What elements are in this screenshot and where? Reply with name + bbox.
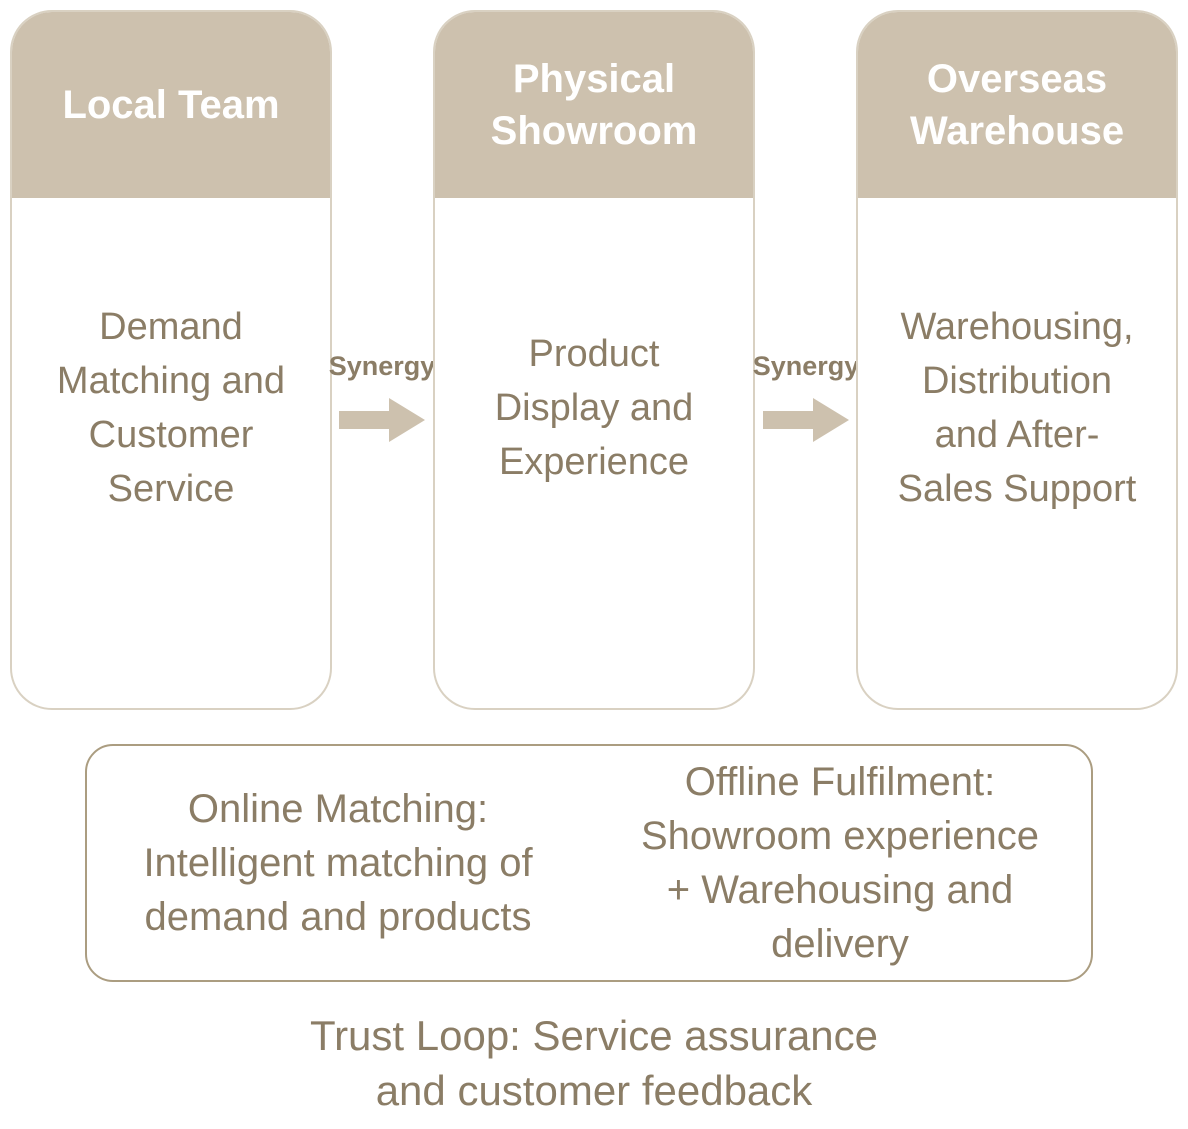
synergy-label-1: Synergy bbox=[328, 351, 436, 381]
card-physical-showroom: Physical Showroom Product Display and Ex… bbox=[433, 10, 755, 710]
card-local-team-title: Local Team bbox=[62, 83, 280, 127]
offline-fulfilment-column: Offline Fulfilment: Showroom experience … bbox=[589, 755, 1091, 971]
card-overseas-warehouse-body: Warehousing, Distribution and After- Sal… bbox=[858, 198, 1176, 708]
card-local-team-body-text: Demand Matching and Customer Service bbox=[56, 306, 286, 510]
offline-fulfilment-text: Offline Fulfilment: Showroom experience … bbox=[641, 760, 1039, 966]
synergy-label-2: Synergy bbox=[752, 351, 860, 381]
fulfilment-loop-box: Online Matching: Intelligent matching of… bbox=[85, 744, 1093, 982]
card-local-team-header: Local Team bbox=[12, 12, 330, 198]
card-physical-showroom-header: Physical Showroom bbox=[435, 12, 753, 198]
card-physical-showroom-body-text: Product Display and Experience bbox=[494, 333, 694, 483]
online-matching-text: Online Matching: Intelligent matching of… bbox=[143, 787, 533, 939]
trust-loop-caption: Trust Loop: Service assurance and custom… bbox=[309, 1012, 879, 1115]
connector-synergy-1: Synergy bbox=[326, 351, 438, 442]
right-arrow-icon bbox=[339, 397, 425, 442]
card-overseas-warehouse-title: Overseas Warehouse bbox=[909, 57, 1125, 153]
card-overseas-warehouse-header: Overseas Warehouse bbox=[858, 12, 1176, 198]
card-overseas-warehouse: Overseas Warehouse Warehousing, Distribu… bbox=[856, 10, 1178, 710]
card-physical-showroom-title: Physical Showroom bbox=[490, 57, 698, 153]
card-local-team-body: Demand Matching and Customer Service bbox=[12, 198, 330, 708]
card-overseas-warehouse-body-text: Warehousing, Distribution and After- Sal… bbox=[897, 306, 1137, 510]
card-physical-showroom-body: Product Display and Experience bbox=[435, 198, 753, 708]
online-matching-column: Online Matching: Intelligent matching of… bbox=[87, 782, 589, 944]
right-arrow-icon bbox=[763, 397, 849, 442]
card-local-team: Local Team Demand Matching and Customer … bbox=[10, 10, 332, 710]
connector-synergy-2: Synergy bbox=[750, 351, 862, 442]
